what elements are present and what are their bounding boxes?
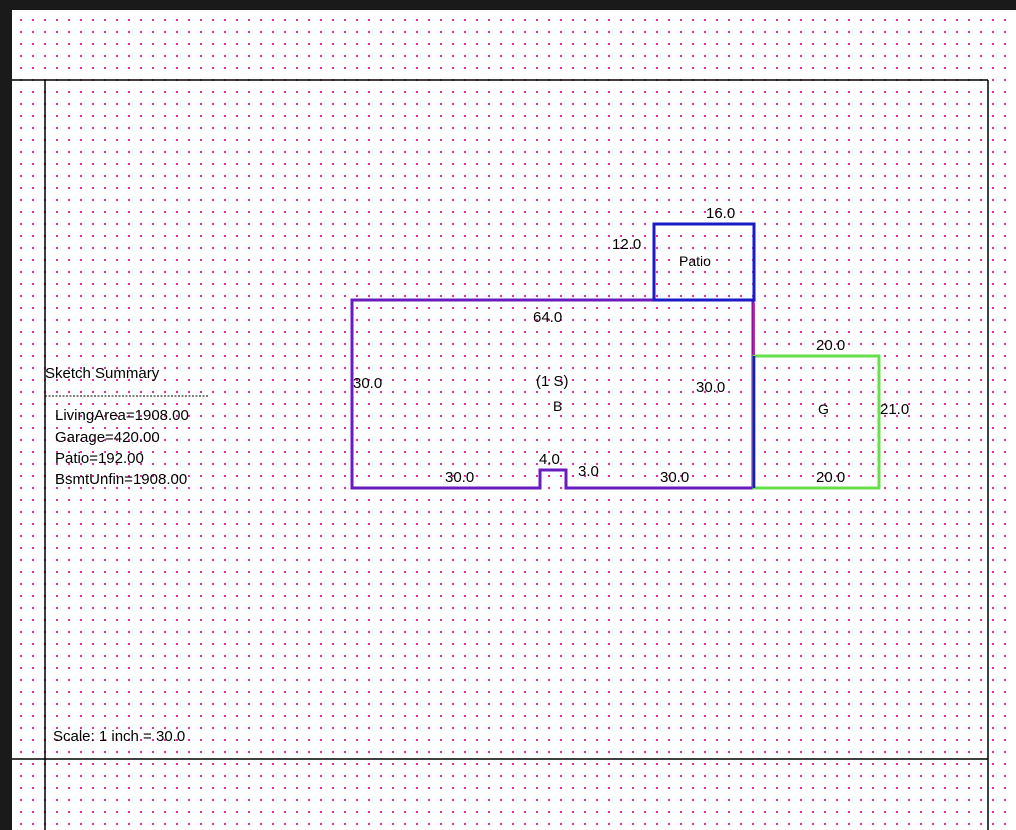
sketch-summary: Sketch Summary LivingArea=1908.00 Garage… bbox=[45, 365, 209, 488]
summary-garage: Garage=420.00 bbox=[55, 429, 160, 446]
house-code: B bbox=[553, 398, 562, 414]
patio-name: Patio bbox=[679, 253, 711, 269]
garage-dim-top: 20.0 bbox=[816, 337, 845, 354]
house-dim-notch-depth: 3.0 bbox=[578, 463, 599, 480]
patio-outline[interactable] bbox=[652, 222, 756, 302]
house-dim-right: 30.0 bbox=[696, 379, 725, 396]
house-dim-bottom-left: 30.0 bbox=[445, 469, 474, 486]
scale-label: Scale: 1 inch = 30.0 bbox=[53, 728, 185, 745]
house-dim-notch-width: 4.0 bbox=[539, 451, 560, 468]
patio-dim-left: 12.0 bbox=[612, 236, 641, 253]
sketch-canvas[interactable]: Sketch Summary LivingArea=1908.00 Garage… bbox=[12, 10, 1016, 830]
garage-code: G bbox=[818, 401, 829, 417]
summary-patio: Patio=192.00 bbox=[55, 450, 144, 467]
summary-title: Sketch Summary bbox=[45, 365, 160, 382]
house-dim-top: 64.0 bbox=[533, 309, 562, 326]
page-frame bbox=[12, 79, 989, 830]
garage-dim-bottom: 20.0 bbox=[816, 469, 845, 486]
house-dim-bottom-right: 30.0 bbox=[660, 469, 689, 486]
summary-living-area: LivingArea=1908.00 bbox=[55, 407, 189, 424]
house-area-label: (1 S) bbox=[536, 373, 569, 390]
patio-dim-top: 16.0 bbox=[706, 205, 735, 222]
garage-dim-right: 21.0 bbox=[880, 401, 909, 418]
summary-bsmt-unfin: BsmtUnfin=1908.00 bbox=[55, 471, 187, 488]
house-dim-left: 30.0 bbox=[353, 375, 382, 392]
